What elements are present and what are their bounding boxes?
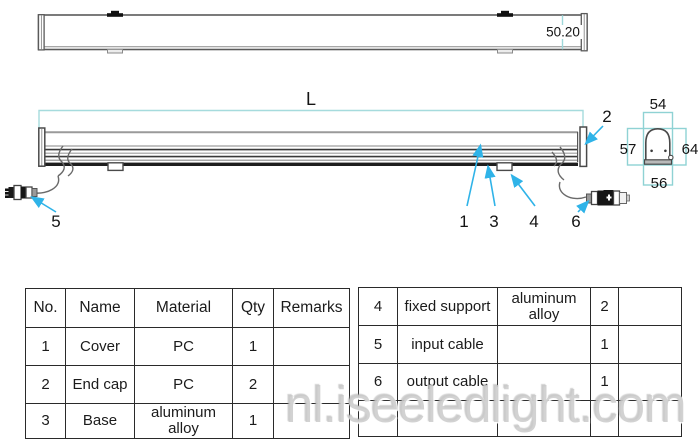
- profile-base: [643, 159, 673, 165]
- side-right-end-cap: [579, 126, 588, 168]
- column-header-material: Material: [135, 289, 233, 328]
- table-cell: 1: [233, 404, 274, 438]
- table-cell: 2: [591, 288, 619, 326]
- cs-dim-bottom: 56: [651, 175, 668, 192]
- table-cell: [274, 366, 349, 404]
- table-cell: fixed support: [398, 288, 498, 326]
- table-cell: 1: [591, 364, 619, 401]
- table-cell: [359, 401, 398, 436]
- table-cell: Cover: [66, 328, 135, 366]
- profile-notch: [668, 154, 674, 161]
- table-cell: 3: [26, 404, 66, 438]
- callout-arrow-6: [576, 199, 590, 214]
- callout-label-5: 5: [51, 212, 60, 231]
- callout-label-6: 6: [571, 212, 580, 231]
- input-cable-connector: [5, 184, 38, 201]
- table-cell: [498, 364, 591, 401]
- side-view: L: [5, 89, 630, 231]
- length-dim-line: [38, 109, 584, 128]
- fixture-diagram: 50.20 L: [5, 10, 699, 231]
- table-cell: 6: [359, 364, 398, 401]
- table-cell: PC: [135, 366, 233, 404]
- table-cell: [591, 401, 619, 436]
- column-header-no: No.: [26, 289, 66, 328]
- table-cell: [619, 401, 681, 436]
- table-cell: Base: [66, 404, 135, 438]
- table-cell: [498, 401, 591, 436]
- table-cell: output cable: [398, 364, 498, 401]
- callout-label-3: 3: [489, 212, 498, 231]
- top-clip-left: [107, 10, 123, 17]
- column-header-qty: Qty: [233, 289, 274, 328]
- top-view-body: [37, 14, 588, 51]
- callout-arrows: [30, 125, 604, 214]
- callout-label-2: 2: [602, 107, 611, 126]
- top-view: 50.20: [37, 10, 588, 54]
- fixed-support-right: [496, 162, 513, 172]
- end-width-dim-label: 50.20: [546, 25, 580, 40]
- parts-table-left: No. Name Material Qty Remarks 1 Cover PC…: [25, 288, 350, 439]
- table-cell: aluminum alloy: [498, 288, 591, 326]
- length-dim-label: L: [306, 89, 316, 109]
- callout-label-4: 4: [529, 212, 538, 231]
- column-header-remarks: Remarks: [274, 289, 349, 328]
- table-cell: 5: [359, 326, 398, 364]
- cs-dim-left: 57: [620, 141, 637, 158]
- top-clip-right: [497, 10, 513, 17]
- input-cable: [35, 145, 74, 194]
- bottom-tab-right: [497, 48, 513, 54]
- table-cell: aluminum alloy: [135, 404, 233, 438]
- table-cell: 4: [359, 288, 398, 326]
- table-cell: 1: [26, 328, 66, 366]
- table-cell: [498, 326, 591, 364]
- cs-dim-top: 54: [650, 96, 667, 113]
- callout-arrow-2: [584, 125, 604, 146]
- table-cell: [274, 328, 349, 366]
- bottom-tab-left: [107, 48, 123, 54]
- table-cell: 1: [233, 328, 274, 366]
- callout-arrow-5: [30, 196, 57, 213]
- table-cell: [619, 288, 681, 326]
- table-cell: [619, 364, 681, 401]
- table-cell: 2: [26, 366, 66, 404]
- table-cell: [619, 326, 681, 364]
- fixed-support-left: [107, 162, 124, 172]
- callout-arrow-1: [466, 143, 484, 207]
- side-view-body: [44, 131, 578, 166]
- output-cable: [551, 146, 587, 200]
- profile-dome: [645, 127, 671, 163]
- callout-label-1: 1: [459, 212, 468, 231]
- cs-width-dim-box: [642, 111, 674, 186]
- callout-arrow-3: [484, 164, 496, 207]
- table-cell: input cable: [398, 326, 498, 364]
- callout-arrow-4: [510, 173, 536, 207]
- table-cell: [398, 401, 498, 436]
- table-cell: 2: [233, 366, 274, 404]
- table-cell: [274, 404, 349, 438]
- table-cell: PC: [135, 328, 233, 366]
- output-cable-connector: [586, 190, 630, 206]
- table-cell: End cap: [66, 366, 135, 404]
- parts-table-right: 4 fixed support aluminum alloy 2 5 input…: [358, 287, 682, 437]
- column-header-name: Name: [66, 289, 135, 328]
- cs-dim-right: 64: [682, 141, 699, 158]
- table-cell: 1: [591, 326, 619, 364]
- cross-section-view: 54 57 64 56: [620, 96, 699, 192]
